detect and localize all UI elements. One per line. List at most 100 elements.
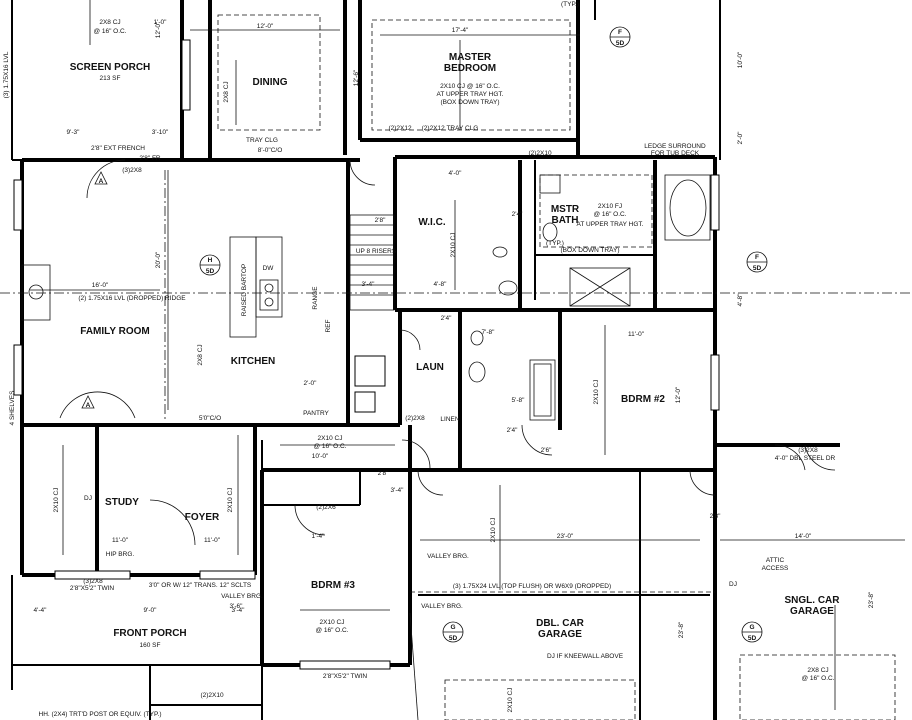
room-label-dbl-garage-1: DBL. CAR <box>536 618 585 629</box>
note-hip-brg: HIP BRG. <box>106 551 135 558</box>
note-kitchen-cj: 2X8 CJ <box>197 344 204 365</box>
dim-2-0-a: 2'-0" <box>304 380 318 387</box>
note-raised-bartop: RAISED BARTOP <box>241 264 248 317</box>
room-label-master-1: MASTER <box>449 52 492 63</box>
room-label-mstr-bath-2: BATH <box>551 215 578 226</box>
svg-text:G: G <box>749 624 754 631</box>
svg-text:5D: 5D <box>206 268 215 275</box>
room-label-linen: LINEN <box>440 416 459 423</box>
note-master-box: (BOX DOWN TRAY) <box>441 99 500 106</box>
windows <box>13 39 720 670</box>
dim-bath-7-8: 7'-8" <box>482 329 496 336</box>
room-label-master-2: BEDROOM <box>444 63 496 74</box>
room-label-dining: DINING <box>253 77 288 88</box>
dim-wic-4-8: 4'-8" <box>434 281 448 288</box>
room-label-dbl-garage-2: GARAGE <box>538 629 582 640</box>
note-trans: 3'0" OR W/ 12" TRANS. 12" SCLTS <box>149 582 252 589</box>
room-label-foyer: FOYER <box>185 512 220 523</box>
dim-family-depth: 20'-0" <box>155 251 162 268</box>
dim-porch-4-4: 4'-4" <box>34 607 48 614</box>
section-marker-g-right: G 5D <box>741 621 763 643</box>
note-plt-6: (2)2X10 <box>200 692 224 699</box>
walls <box>11 0 840 720</box>
dim-wic-4-0: 4'-0" <box>449 170 463 177</box>
note-ledge-1: LEDGE SURROUND <box>644 143 706 150</box>
tray-ceilings <box>217 14 896 720</box>
svg-text:5D: 5D <box>753 265 762 272</box>
note-plt-3: (3)2X8 <box>122 167 142 174</box>
dim-master-depth: 12'-6" <box>353 69 360 86</box>
note-twin-front: 2'8"X5'2" TWIN <box>70 585 114 592</box>
centerlines <box>0 170 912 593</box>
note-plt-5: (2)2X6 <box>316 504 336 511</box>
dim-garage-23-0: 23'-0" <box>557 533 574 540</box>
room-label-wic: W.I.C. <box>418 217 445 228</box>
note-study-cj: 2X10 CJ <box>53 488 60 513</box>
note-lvl-side: (3) 1.75X16 LVL <box>3 51 10 98</box>
dim-right-14-8: 4'-8" <box>737 293 744 307</box>
svg-text:A: A <box>99 178 104 185</box>
dim-8-0-co: 8'-0"C/O <box>258 147 283 154</box>
dim-study-11-0: 11'-0" <box>112 537 129 544</box>
dim-right-10-0: 10'-0" <box>737 51 744 68</box>
note-master-tray-clg: (2)2X12 TRAY CLG <box>422 125 479 132</box>
note-plt-7: (3)2X8 <box>798 447 818 454</box>
note-dj-garage: DJ <box>729 581 737 588</box>
note-bdrm3-cj: 2X10 CJ <box>320 619 345 626</box>
svg-text:H: H <box>208 257 213 264</box>
room-area-screen-porch: 213 SF <box>100 75 121 82</box>
dim-sngl-depth: 23'-8" <box>868 591 875 608</box>
room-label-front-porch: FRONT PORCH <box>113 628 186 639</box>
note-dbl-steel: 4'-0" DBL STEEL DR <box>775 455 836 462</box>
kitchen-island <box>229 236 283 338</box>
room-label-mstr-bath-1: MSTR <box>551 204 580 215</box>
hall-bath-fixtures <box>468 330 556 421</box>
note-master-tray: AT UPPER TRAY HGT. <box>437 91 504 98</box>
dim-2-4-a: 2'4" <box>512 211 523 218</box>
note-garage-cj-2: 2X10 CJ <box>507 688 514 713</box>
room-label-sngl-garage-2: GARAGE <box>790 606 834 617</box>
svg-text:G: G <box>450 624 455 631</box>
svg-text:A: A <box>86 402 91 409</box>
dim-right-2-0: 2'-0" <box>737 131 744 145</box>
dim-3-4-a: 3'-4" <box>362 281 376 288</box>
note-ref: REF <box>325 319 332 332</box>
section-marker-f-right: F 5D <box>746 251 768 273</box>
master-bath-fixtures <box>492 174 711 307</box>
room-label-family-room: FAMILY ROOM <box>80 326 149 337</box>
room-label-bdrm3: BDRM #3 <box>311 580 355 591</box>
room-label-attic-1: ATTIC <box>766 557 785 564</box>
joist-arrows <box>30 0 905 720</box>
dim-family-width: 16'-0" <box>92 282 109 289</box>
dim-2-6-a: 2'6" <box>541 447 552 454</box>
svg-text:5D: 5D <box>449 635 458 642</box>
note-valley-brg-2: VALLEY BRG. <box>421 603 463 610</box>
note-hall-oc: @ 16" O.C. <box>313 443 346 450</box>
dim-porch-3-10: 3'-10" <box>152 129 169 136</box>
note-plt-4: (2)2X8 <box>405 415 425 422</box>
svg-text:5D: 5D <box>748 635 757 642</box>
dim-3-4-b: 3'-4" <box>391 487 405 494</box>
note-fj-oc: @ 16" O.C. <box>593 211 626 218</box>
note-dj-study: DJ <box>84 495 92 502</box>
svg-text:F: F <box>755 254 759 261</box>
note-bdrm2-cj: 2X10 CJ <box>593 380 600 405</box>
note-hall-cj: 2X10 CJ <box>318 435 343 442</box>
room-label-laun: LAUN <box>416 362 444 373</box>
note-shelves: 4 SHELVES <box>9 390 16 426</box>
note-sngl-oc: @ 16" O.C. <box>801 675 834 682</box>
note-riser: UP 8 RISERS <box>356 248 397 255</box>
note-fj-bath: 2X10 FJ <box>598 203 622 210</box>
dim-porch-9-3: 9'-3" <box>67 129 81 136</box>
note-foyer-cj: 2X10 CJ <box>227 488 234 513</box>
dim-2-8-c: 2'8" <box>710 513 721 520</box>
room-label-screen-porch: SCREEN PORCH <box>70 62 151 73</box>
dim-bdrm2-11-0: 11'-0" <box>628 331 645 338</box>
dim-dining-width: 12'-0" <box>257 23 274 30</box>
dim-2-4-c: 2'4" <box>507 427 518 434</box>
note-range: RANGE <box>312 286 319 310</box>
dim-2-4-b: 2'4" <box>441 315 452 322</box>
room-label-study: STUDY <box>105 497 139 508</box>
room-label-kitchen: KITCHEN <box>231 356 275 367</box>
note-twin-bdrm3: 2'8"X5'2" TWIN <box>323 673 367 680</box>
